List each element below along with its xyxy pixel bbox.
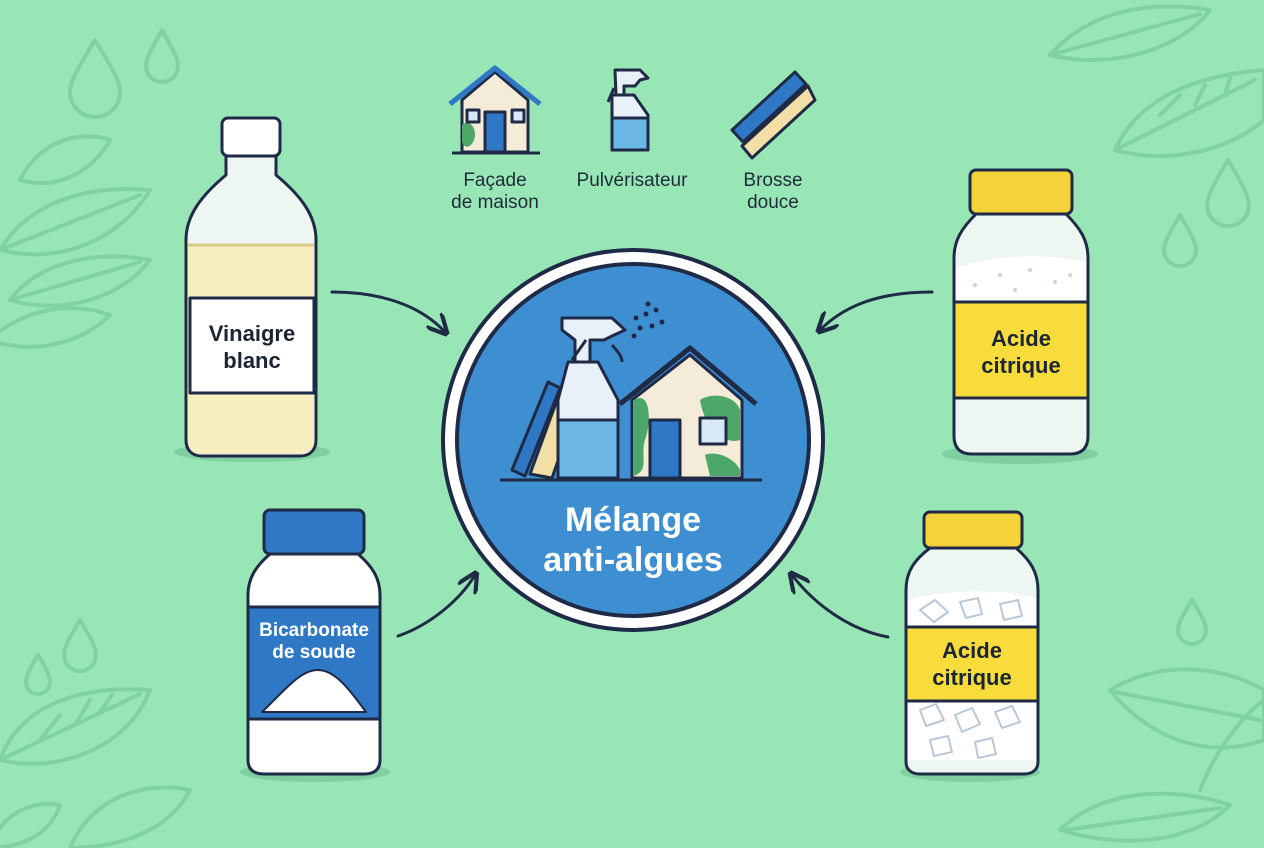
leaf-icon (0, 134, 152, 349)
arrow-citric-bottom-to-center (792, 575, 890, 639)
leaf-icon (0, 687, 192, 848)
arrow-vinegar-to-center (330, 290, 445, 332)
leaf-icon (1048, 4, 1264, 158)
tool-label-spray: Pulvérisateur (576, 170, 688, 191)
spray-bottle-icon (606, 68, 650, 152)
tool-label-brush: Brosse douce (743, 170, 803, 213)
spray-bottle-icon (556, 316, 627, 480)
tool-label-house: Façade de maison (451, 170, 539, 213)
water-drop-icon (1205, 158, 1251, 228)
citric-acid-jar-bottom (900, 510, 1040, 782)
leaf-icon (1058, 667, 1264, 843)
water-drop-icon (1176, 598, 1208, 646)
citric-acid-label-bottom: Acide citrique (932, 638, 1012, 690)
water-drop-icon (1162, 213, 1198, 268)
baking-soda-jar (240, 508, 390, 782)
arrow-soda-to-center (396, 575, 475, 638)
house-icon (448, 65, 542, 155)
vinegar-bottle (174, 116, 330, 462)
water-drop-icon (144, 28, 180, 84)
brush-icon (730, 70, 817, 160)
arrow-citric-top-to-center (820, 290, 934, 330)
water-drop-icon (24, 653, 52, 696)
baking-soda-label: Bicarbonate de soude (259, 620, 369, 663)
vinegar-label: Vinaigre blanc (208, 321, 296, 373)
water-drop-icon (68, 38, 122, 119)
citric-acid-jar-top (942, 168, 1098, 464)
water-drop-icon (62, 618, 98, 673)
house-icon (618, 345, 758, 480)
citric-acid-label-top: Acide citrique (981, 326, 1061, 378)
center-title: Mélange anti-algues (543, 501, 723, 579)
